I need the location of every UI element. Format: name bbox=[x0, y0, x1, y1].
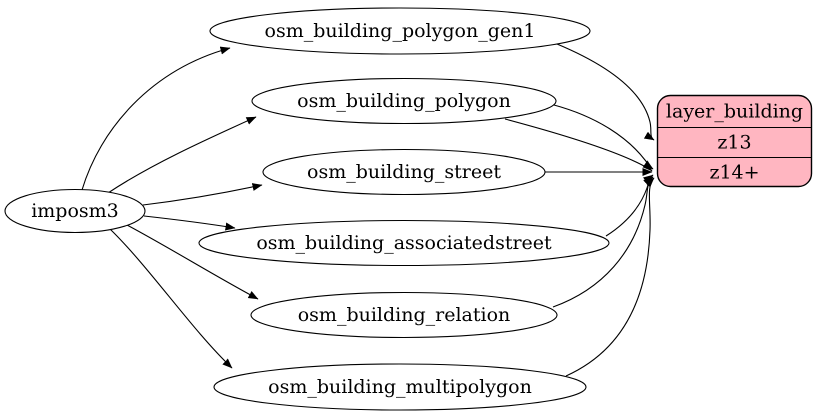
layer_building-title: layer_building bbox=[666, 101, 803, 123]
osm_building_relation-label: osm_building_relation bbox=[298, 304, 511, 326]
node-osm_building_relation: osm_building_relation bbox=[250, 291, 558, 339]
osm_building_polygon_gen1-ellipse bbox=[209, 7, 591, 55]
edge-group-imposm3-fanout bbox=[81, 46, 263, 369]
node-osm_building_multipolygon: osm_building_multipolygon bbox=[213, 363, 587, 411]
osm_building_polygon-label: osm_building_polygon bbox=[297, 90, 511, 112]
osm_building_relation-ellipse bbox=[250, 291, 558, 339]
layer_building-field-z13: z13 bbox=[717, 132, 751, 154]
osm_building_associatedstreet-ellipse bbox=[198, 219, 610, 267]
edge-imposm3-to-osm_building_relation bbox=[126, 224, 259, 300]
osm_building_multipolygon-label: osm_building_multipolygon bbox=[268, 376, 532, 398]
node-osm_building_polygon: osm_building_polygon bbox=[251, 77, 557, 125]
edge-osm_building_multipolygon-to-z14 bbox=[565, 177, 655, 377]
osm_building_polygon_gen1-label: osm_building_polygon_gen1 bbox=[265, 20, 536, 42]
edge-imposm3-to-osm_building_street bbox=[142, 183, 263, 206]
edge-imposm3-to-osm_building_multipolygon bbox=[109, 228, 233, 369]
edge-osm_building_polygon_gen1-to-z13 bbox=[556, 43, 655, 141]
osm_building_street-ellipse bbox=[262, 148, 546, 196]
edge-imposm3-to-osm_building_polygon bbox=[107, 116, 257, 194]
node-osm_building_street: osm_building_street bbox=[262, 148, 546, 196]
node-osm_building_polygon_gen1: osm_building_polygon_gen1 bbox=[209, 7, 591, 55]
osm_building_street-label: osm_building_street bbox=[307, 161, 501, 183]
node-imposm3: imposm3 bbox=[4, 188, 146, 234]
edge-imposm3-to-osm_building_associatedstreet bbox=[143, 215, 236, 231]
edge-osm_building_associatedstreet-to-z14 bbox=[605, 174, 654, 237]
osm_building_associatedstreet-label: osm_building_associatedstreet bbox=[256, 232, 552, 254]
osm_building_multipolygon-ellipse bbox=[213, 363, 587, 411]
node-layer_building: layer_building z13 z14+ bbox=[656, 94, 813, 188]
edge-group-layer-fanin bbox=[504, 43, 655, 377]
layer_building-box bbox=[656, 94, 813, 188]
imposm3-label: imposm3 bbox=[31, 200, 119, 222]
layer_building-field-z14plus: z14+ bbox=[709, 162, 759, 184]
node-osm_building_associatedstreet: osm_building_associatedstreet bbox=[198, 219, 610, 267]
osm_building_polygon-ellipse bbox=[251, 77, 557, 125]
edge-imposm3-to-osm_building_polygon_gen1 bbox=[81, 46, 231, 191]
imposm3-ellipse bbox=[4, 188, 146, 234]
